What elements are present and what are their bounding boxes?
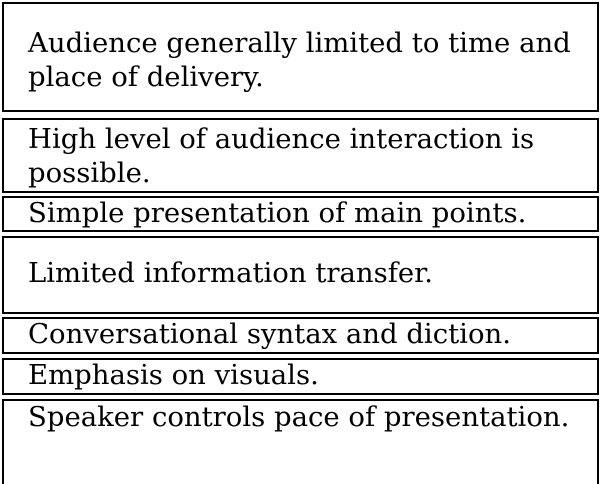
table-cell-text: Audience generally limited to time and p… (28, 27, 571, 93)
table-row: Limited information transfer. (2, 236, 599, 314)
table-cell-text: Limited information transfer. (28, 257, 434, 289)
table-cell-text: Speaker controls pace of presentation. (28, 401, 570, 433)
table-cell-text: Emphasis on visuals. (28, 359, 319, 391)
table-cell-text: Simple presentation of main points. (28, 197, 527, 229)
table-row: High level of audience interaction is po… (2, 118, 599, 193)
table-row: Simple presentation of main points. (2, 196, 599, 232)
table-row: Conversational syntax and diction. (2, 317, 599, 354)
table-cell-text: High level of audience interaction is po… (28, 123, 535, 189)
table-cell-text: Conversational syntax and diction. (28, 318, 511, 350)
table-row: Speaker controls pace of presentation. (2, 399, 599, 484)
table-row: Emphasis on visuals. (2, 358, 599, 395)
table-row: Audience generally limited to time and p… (2, 2, 599, 112)
